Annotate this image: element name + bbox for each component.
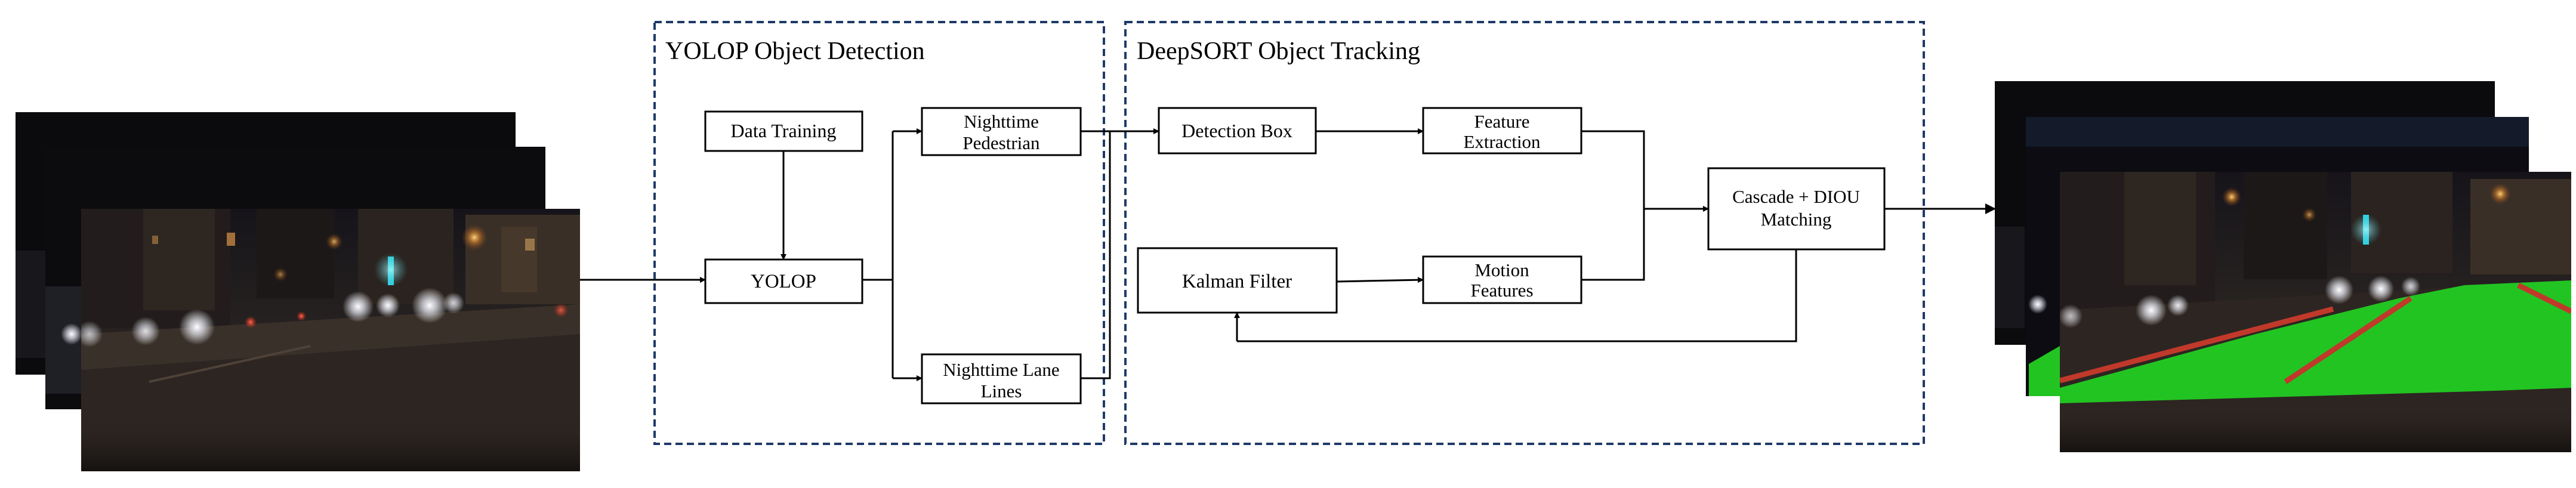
lane-line-left: [2060, 306, 2334, 384]
lane-line-center: [2284, 296, 2413, 384]
svg-text:Lines: Lines: [981, 381, 1022, 401]
output-frame-front: [2060, 172, 2571, 452]
deepsort-panel-border: [1124, 21, 1925, 445]
svg-text:Features: Features: [1470, 280, 1533, 301]
yolop-panel-border: [653, 21, 1105, 445]
svg-text:Matching: Matching: [1761, 209, 1832, 230]
svg-text:Kalman Filter: Kalman Filter: [1182, 271, 1292, 292]
deepsort-panel: DeepSORT Object Tracking: [1124, 21, 1925, 445]
svg-text:Detection Box: Detection Box: [1181, 120, 1292, 141]
input-image-stack: [16, 112, 580, 471]
drivable-area-overlay: [2060, 280, 2571, 403]
node-kalman-filter: Kalman Filter: [1137, 247, 1338, 314]
svg-text:Pedestrian: Pedestrian: [962, 132, 1040, 153]
node-motion-features: Motion Features: [1422, 255, 1582, 304]
node-cascade-diou-matching: Cascade + DIOU Matching: [1707, 167, 1886, 251]
lane-line-right: [2517, 282, 2571, 314]
yolop-connectors: [780, 128, 923, 381]
svg-text:Feature: Feature: [1474, 111, 1530, 132]
deepsort-connectors: [1081, 128, 1996, 379]
svg-text:YOLOP: YOLOP: [751, 271, 816, 292]
node-data-training: Data Training: [704, 110, 863, 152]
svg-text:Cascade + DIOU: Cascade + DIOU: [1732, 186, 1860, 207]
yolop-panel-title: YOLOP Object Detection: [665, 38, 925, 65]
svg-text:Motion: Motion: [1474, 260, 1529, 280]
svg-text:Nighttime: Nighttime: [964, 111, 1039, 132]
output-image-stack: [1995, 81, 2571, 452]
deepsort-panel-title: DeepSORT Object Tracking: [1137, 38, 1420, 65]
node-nighttime-pedestrian: Nighttime Pedestrian: [921, 107, 1082, 156]
svg-text:Nighttime Lane: Nighttime Lane: [943, 359, 1059, 380]
yolop-panel: YOLOP Object Detection: [653, 21, 1105, 445]
svg-text:Data Training: Data Training: [731, 120, 837, 141]
svg-text:Extraction: Extraction: [1463, 131, 1541, 152]
node-nighttime-lane-lines: Nighttime Lane Lines: [921, 353, 1082, 404]
node-yolop: YOLOP: [704, 258, 863, 304]
node-detection-box: Detection Box: [1158, 107, 1317, 155]
input-frame-front: [81, 209, 580, 471]
node-feature-extraction: Feature Extraction: [1422, 107, 1582, 155]
